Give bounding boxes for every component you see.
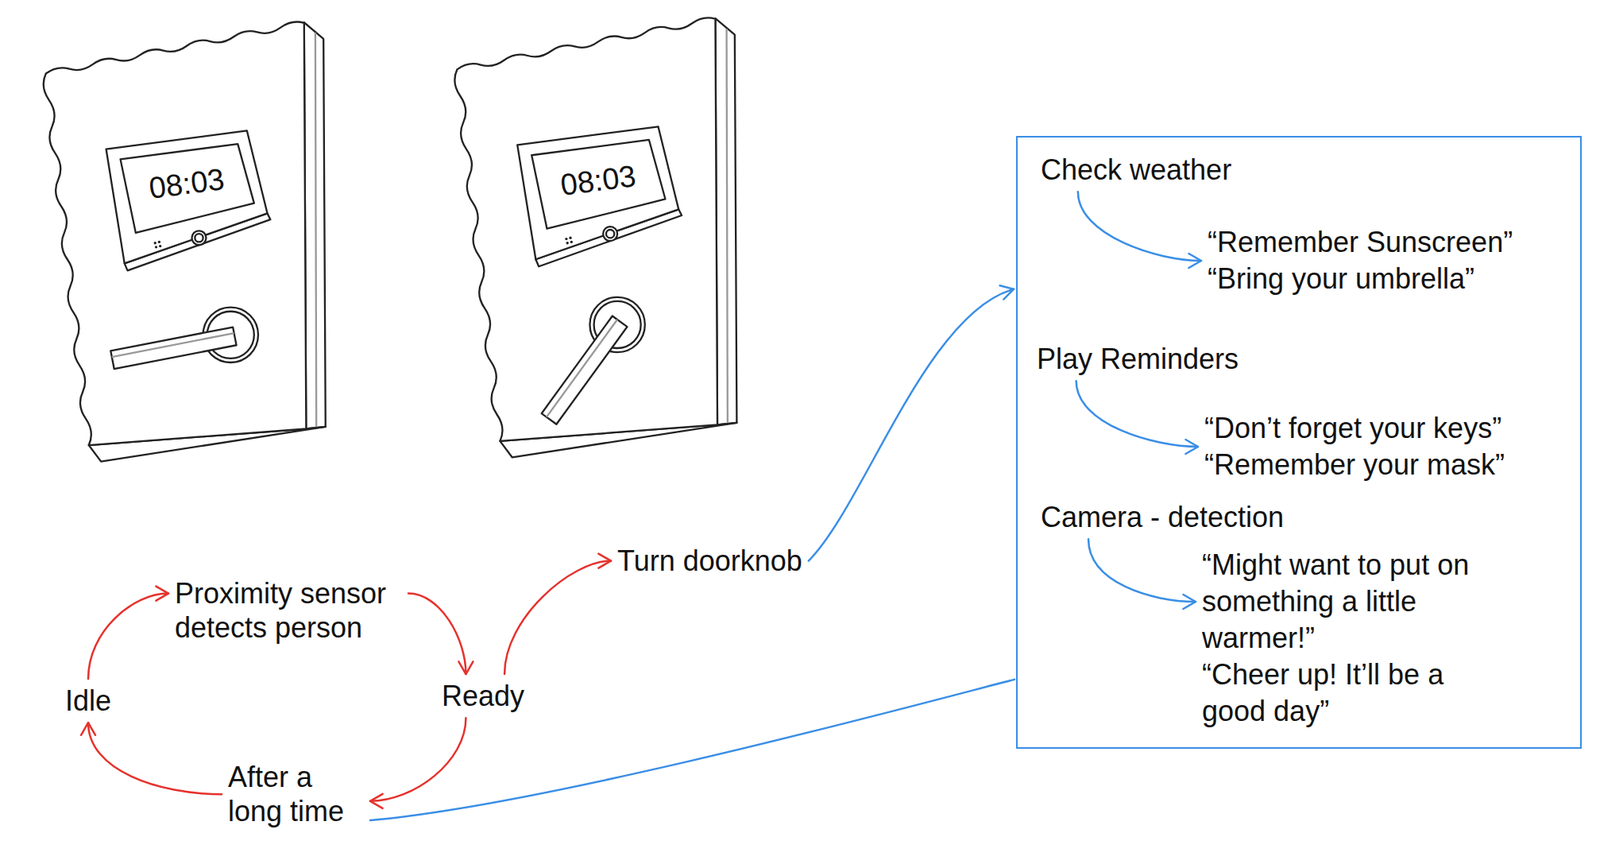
device-button-inner [606, 229, 615, 238]
speaker-dot [158, 240, 161, 244]
step-label: Check weather [1039, 152, 1233, 187]
flow-arrow [370, 679, 1015, 820]
node-text: Proximity sensor detects person [174, 575, 402, 645]
state-label: Ready [440, 678, 526, 713]
arrow-line [88, 593, 169, 679]
door-front [43, 22, 307, 446]
arrow-line [370, 679, 1015, 820]
node-text: “Remember Sunscreen” [1207, 224, 1513, 261]
door-front [454, 17, 718, 441]
arrow-head [598, 553, 611, 569]
flow-arrow [1088, 538, 1196, 609]
door-handle-level [110, 307, 259, 370]
quote-text: “Might want to put on something a little… [1200, 546, 1495, 730]
flow-arrow [408, 593, 473, 674]
flow-arrow [370, 717, 466, 808]
quote-text: “Remember Sunscreen”“Bring your umbrella… [1205, 224, 1515, 298]
door-two [454, 17, 737, 457]
device-screen [120, 143, 255, 233]
arrow-head [458, 660, 473, 674]
node-text: “Bring your umbrella” [1207, 260, 1513, 298]
arrow-line [808, 289, 1014, 561]
arrow-line [1088, 538, 1196, 602]
device-button [602, 226, 618, 241]
arrow-line [370, 717, 466, 801]
speaker-dot [570, 240, 573, 244]
door-one [43, 22, 326, 462]
flow-arrow [808, 285, 1014, 561]
arrow-head [1000, 285, 1014, 299]
device-button-inner [194, 233, 203, 242]
node-text: Idle [65, 683, 112, 718]
door-edge-line [315, 32, 317, 427]
node-text: “Cheer up! It’ll be a good day” [1201, 656, 1493, 730]
arrow-line [88, 722, 222, 794]
device-housing [106, 130, 268, 263]
arrow-line [504, 560, 611, 674]
arrow-head [81, 722, 96, 735]
speaker-dot [568, 236, 572, 240]
speaker-dot [564, 237, 568, 240]
node-text: “Might want to put on something a little… [1201, 546, 1493, 657]
arrow-head [155, 586, 169, 601]
speaker-dot [566, 241, 569, 244]
node-text: Check weather [1040, 152, 1232, 187]
speaker-dots [154, 240, 163, 249]
reaction-panel: Check weather “Remember Sunscreen”“Bring … [1016, 135, 1582, 749]
arrow-head [1188, 253, 1202, 268]
state-label: Turn doorknob [615, 543, 804, 578]
state-label: Proximity sensor detects person [173, 575, 404, 645]
device-screen [531, 139, 665, 229]
step-label: Camera - detection [1039, 499, 1286, 534]
node-text: After a long time [228, 759, 364, 828]
arrow-line [1076, 380, 1199, 447]
arrow-head [1185, 439, 1199, 454]
flow-arrow [1078, 191, 1202, 268]
arrow-line [408, 593, 466, 674]
arrow-line [1078, 191, 1202, 261]
node-text: Ready [441, 678, 525, 713]
handle-lever [541, 316, 628, 425]
handle-lever-edge [112, 332, 235, 357]
quote-text: “Don’t forget your keys”“Remember your m… [1202, 409, 1507, 484]
flow-arrow [81, 722, 222, 794]
state-label: Idle [63, 683, 113, 718]
arrow-head [1182, 594, 1196, 609]
node-text: “Don’t forget your keys” [1204, 409, 1505, 447]
device-button [191, 230, 206, 245]
node-text: “Remember your mask” [1204, 446, 1505, 484]
device-housing [517, 126, 679, 259]
speaker-dot [154, 241, 157, 244]
door-side [304, 22, 326, 429]
door-edge-line [726, 28, 728, 423]
node-text: Play Reminders [1036, 341, 1239, 376]
arrow-head [370, 793, 383, 808]
handle-lever-edge [546, 319, 618, 418]
flow-arrow [88, 586, 169, 679]
node-text: Turn doorknob [617, 543, 803, 578]
state-label: After a long time [226, 759, 366, 828]
door-handle-turned [541, 297, 646, 425]
speaker-dots [564, 236, 573, 245]
speaker-dot [154, 245, 158, 248]
node-text: Camera - detection [1040, 499, 1284, 534]
handle-lever [110, 327, 236, 370]
step-label: Play Reminders [1035, 341, 1241, 376]
flow-arrow [1076, 380, 1199, 454]
door-side [714, 18, 737, 425]
speaker-dot [158, 244, 162, 248]
flow-arrow [504, 553, 611, 674]
